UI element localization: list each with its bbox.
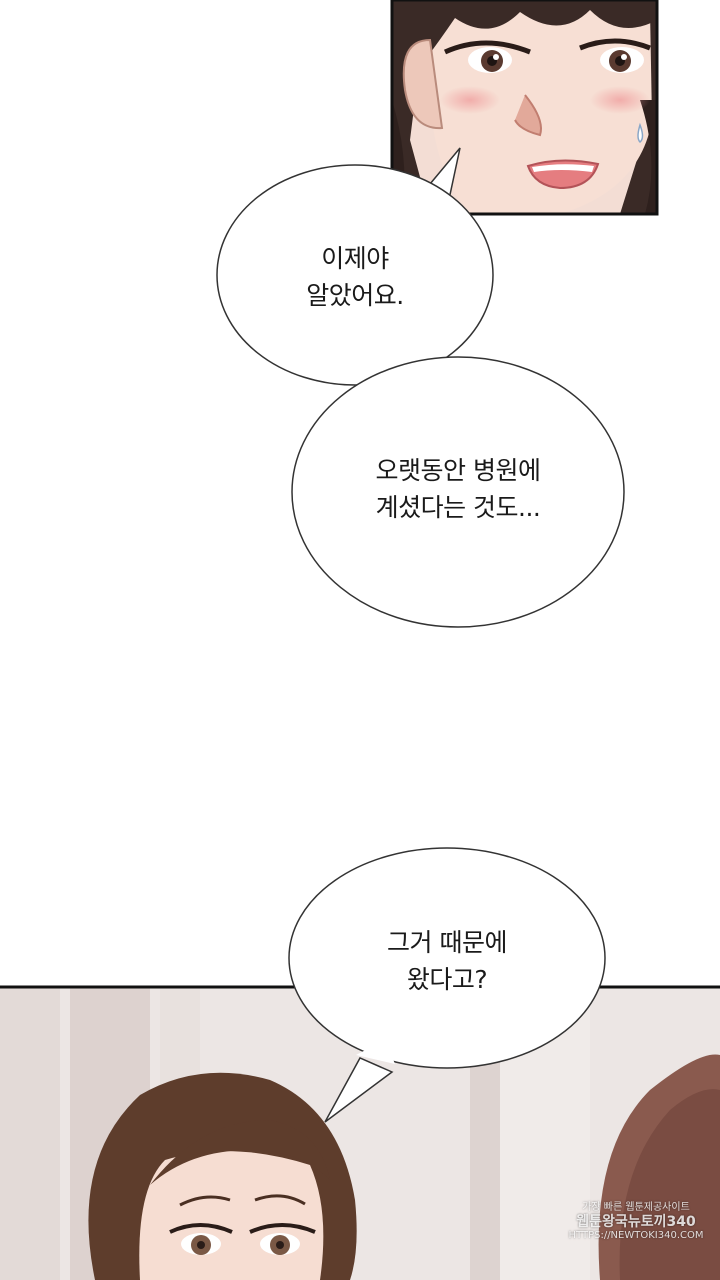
speech-bubble-2 [291,356,625,628]
dialogue-text-2: 오랫동안 병원에 계셨다는 것도... [318,452,598,526]
top-panel [390,0,659,216]
dialogue-text-1: 이제야 알았어요. [255,240,455,314]
dialogue-text-3: 그거 때문에 왔다고? [337,924,557,998]
watermark-line: 웹툰왕국뉴토끼340 [576,1213,696,1230]
dialogue-line: 계셨다는 것도... [375,493,541,522]
bottom-panel [0,985,720,1280]
speech-bubble-1 [216,147,494,386]
dialogue-line: 이제야 [321,244,389,273]
site-watermark: 가장 빠른 웹툰제공사이트 웹툰왕국뉴토끼340 HTTPS://NEWTOKI… [556,1202,716,1241]
dialogue-line: 왔다고? [406,965,488,994]
eyes [443,38,651,73]
hair-bangs [420,0,657,60]
speech-bubble-3 [288,847,606,1123]
watermark-line: 가장 빠른 웹툰제공사이트 [582,1202,690,1213]
watermark-line: HTTPS://NEWTOKI340.COM [568,1229,704,1241]
dialogue-line: 그거 때문에 [387,928,507,957]
dialogue-line: 오랫동안 병원에 [375,456,541,485]
eyes-2 [169,1223,316,1255]
dialogue-line: 알았어요. [306,281,404,310]
